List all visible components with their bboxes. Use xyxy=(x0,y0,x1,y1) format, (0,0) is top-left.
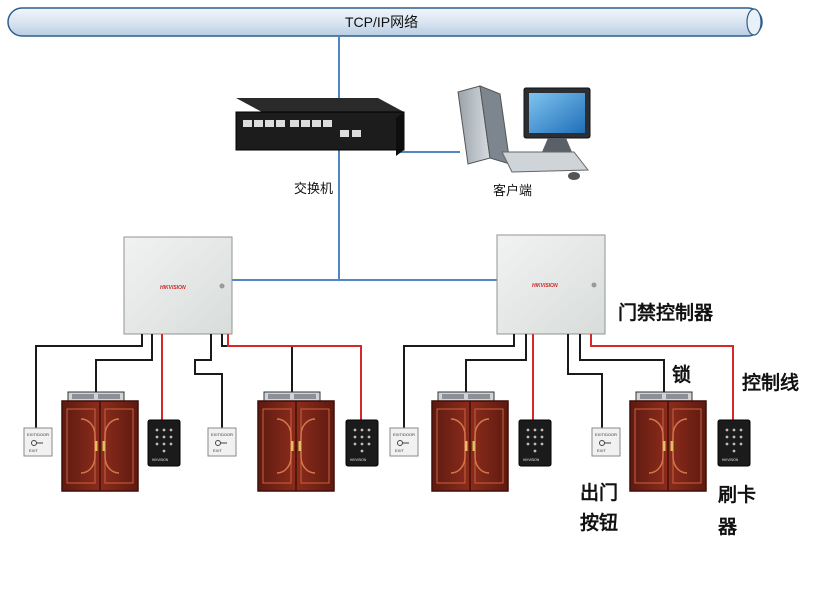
card-reader-1-brand: HIKVISION xyxy=(152,458,169,462)
card-reader-callout-line2: 器 xyxy=(718,517,738,538)
card-reader-2-brand: HIKVISION xyxy=(350,458,367,462)
card-reader-callout-line1: 刷卡 xyxy=(718,485,757,506)
client-computer xyxy=(457,85,591,180)
controller-label: 门禁控制器 xyxy=(618,303,714,324)
network-bus-label: TCP/IP网络 xyxy=(345,14,419,30)
door-2 xyxy=(257,400,335,492)
exit-button-3-top: EXIT/DOOR xyxy=(393,432,415,437)
controller-1-brand: HIKVISION xyxy=(160,285,186,291)
controller-box-2 xyxy=(496,234,606,335)
door-1 xyxy=(61,400,139,492)
exit-button-1-top: EXIT/DOOR xyxy=(27,432,49,437)
exit-button-4-bottom: EXIT xyxy=(597,448,606,453)
controller-box-1 xyxy=(123,236,233,335)
exit-button-2-bottom: EXIT xyxy=(213,448,222,453)
lock-4 xyxy=(635,391,693,402)
client-label: 客户端 xyxy=(493,183,533,198)
exit-button-3-bottom: EXIT xyxy=(395,448,404,453)
card-reader-3-brand: HIKVISION xyxy=(523,458,540,462)
exit-button-4-top: EXIT/DOOR xyxy=(595,432,617,437)
lock-2 xyxy=(263,391,321,402)
exit-button-callout-line2: 按钮 xyxy=(580,513,619,534)
network-bus xyxy=(7,7,763,37)
network-wires xyxy=(232,36,497,281)
switch-label: 交换机 xyxy=(294,181,334,196)
card-reader-4-brand: HIKVISION xyxy=(722,458,739,462)
door-3 xyxy=(431,400,509,492)
network-switch xyxy=(235,98,405,156)
exit-button-callout-line1: 出门 xyxy=(580,483,619,504)
lock-callout: 锁 xyxy=(672,365,692,386)
lock-1 xyxy=(67,391,125,402)
door-4 xyxy=(629,400,707,492)
controller-2-brand: HIKVISION xyxy=(532,283,558,289)
control-wire-callout: 控制线 xyxy=(742,373,800,394)
exit-button-2-top: EXIT/DOOR xyxy=(211,432,233,437)
control-wires-red xyxy=(161,334,734,420)
lock-3 xyxy=(437,391,495,402)
exit-button-1-bottom: EXIT xyxy=(29,448,38,453)
